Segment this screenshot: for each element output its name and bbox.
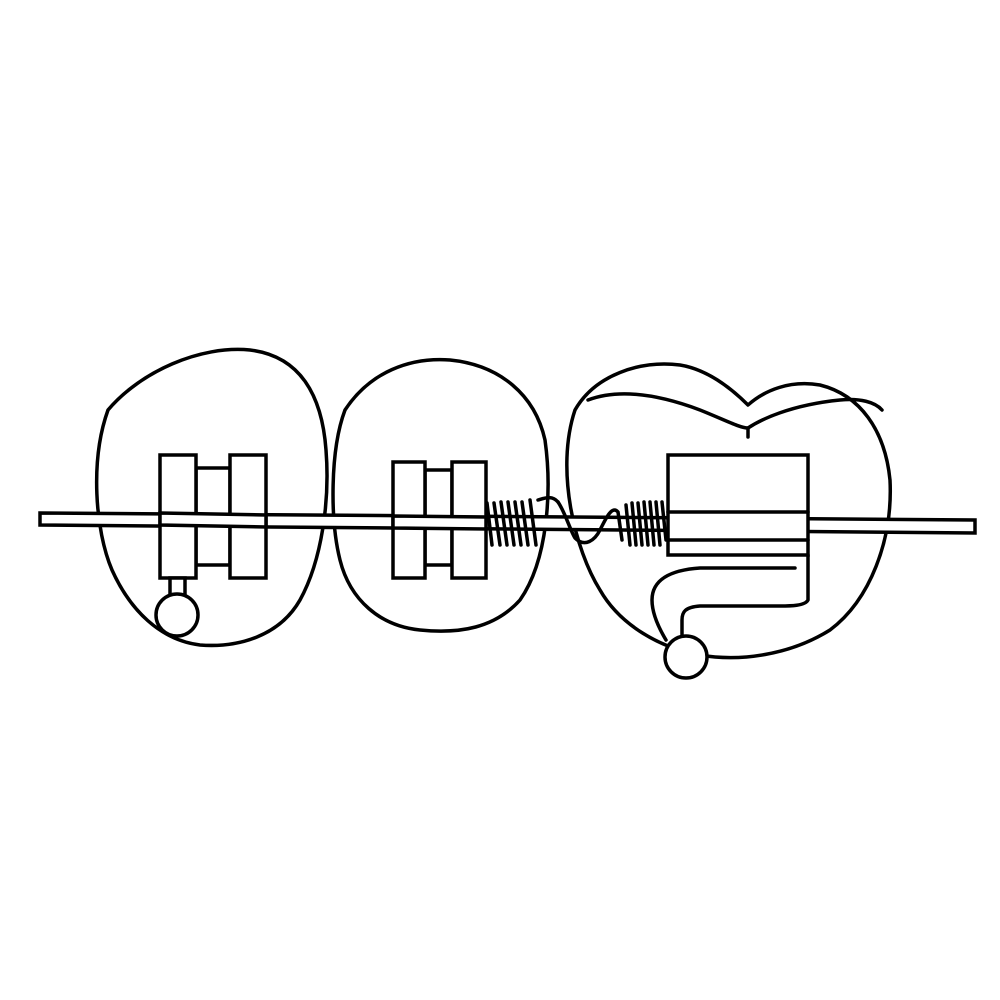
molar-hook-ball bbox=[663, 634, 709, 680]
coil-spring bbox=[485, 495, 668, 547]
tooth-premolar-1 bbox=[94, 347, 329, 648]
hook-ball bbox=[154, 592, 200, 638]
bracket-1 bbox=[154, 453, 268, 638]
bracket-2 bbox=[391, 460, 488, 580]
tooth-premolar-2 bbox=[331, 357, 550, 633]
molar-tube bbox=[650, 453, 810, 680]
